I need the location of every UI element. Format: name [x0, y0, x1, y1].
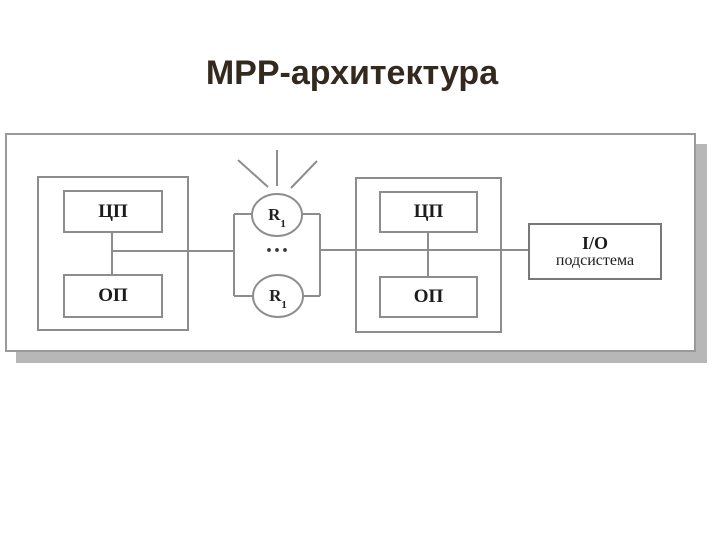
cpu-box-left: ЦП: [63, 190, 163, 233]
node-box-right: [355, 177, 502, 333]
cpu-label-right: ЦП: [413, 201, 444, 222]
io-label-line2: подсистема: [555, 251, 635, 269]
io-subsystem-box: I/O подсистема: [528, 223, 662, 280]
router-subscript: 1: [280, 218, 286, 230]
router-ellipsis: ...: [266, 232, 290, 258]
router-subscript: 1: [281, 299, 287, 311]
cpu-box-right: ЦП: [379, 191, 478, 233]
memory-label-right: ОП: [413, 286, 444, 307]
memory-box-right: ОП: [379, 276, 478, 318]
memory-box-left: ОП: [63, 274, 163, 318]
router-letter: R: [268, 205, 281, 224]
memory-label-left: ОП: [98, 285, 128, 306]
router-letter: R: [269, 286, 282, 305]
node-box-left: [37, 176, 189, 331]
cpu-label-left: ЦП: [98, 200, 128, 222]
io-label-line1: I/O: [581, 232, 608, 253]
slide-title: MPP-архитектура: [205, 54, 499, 92]
